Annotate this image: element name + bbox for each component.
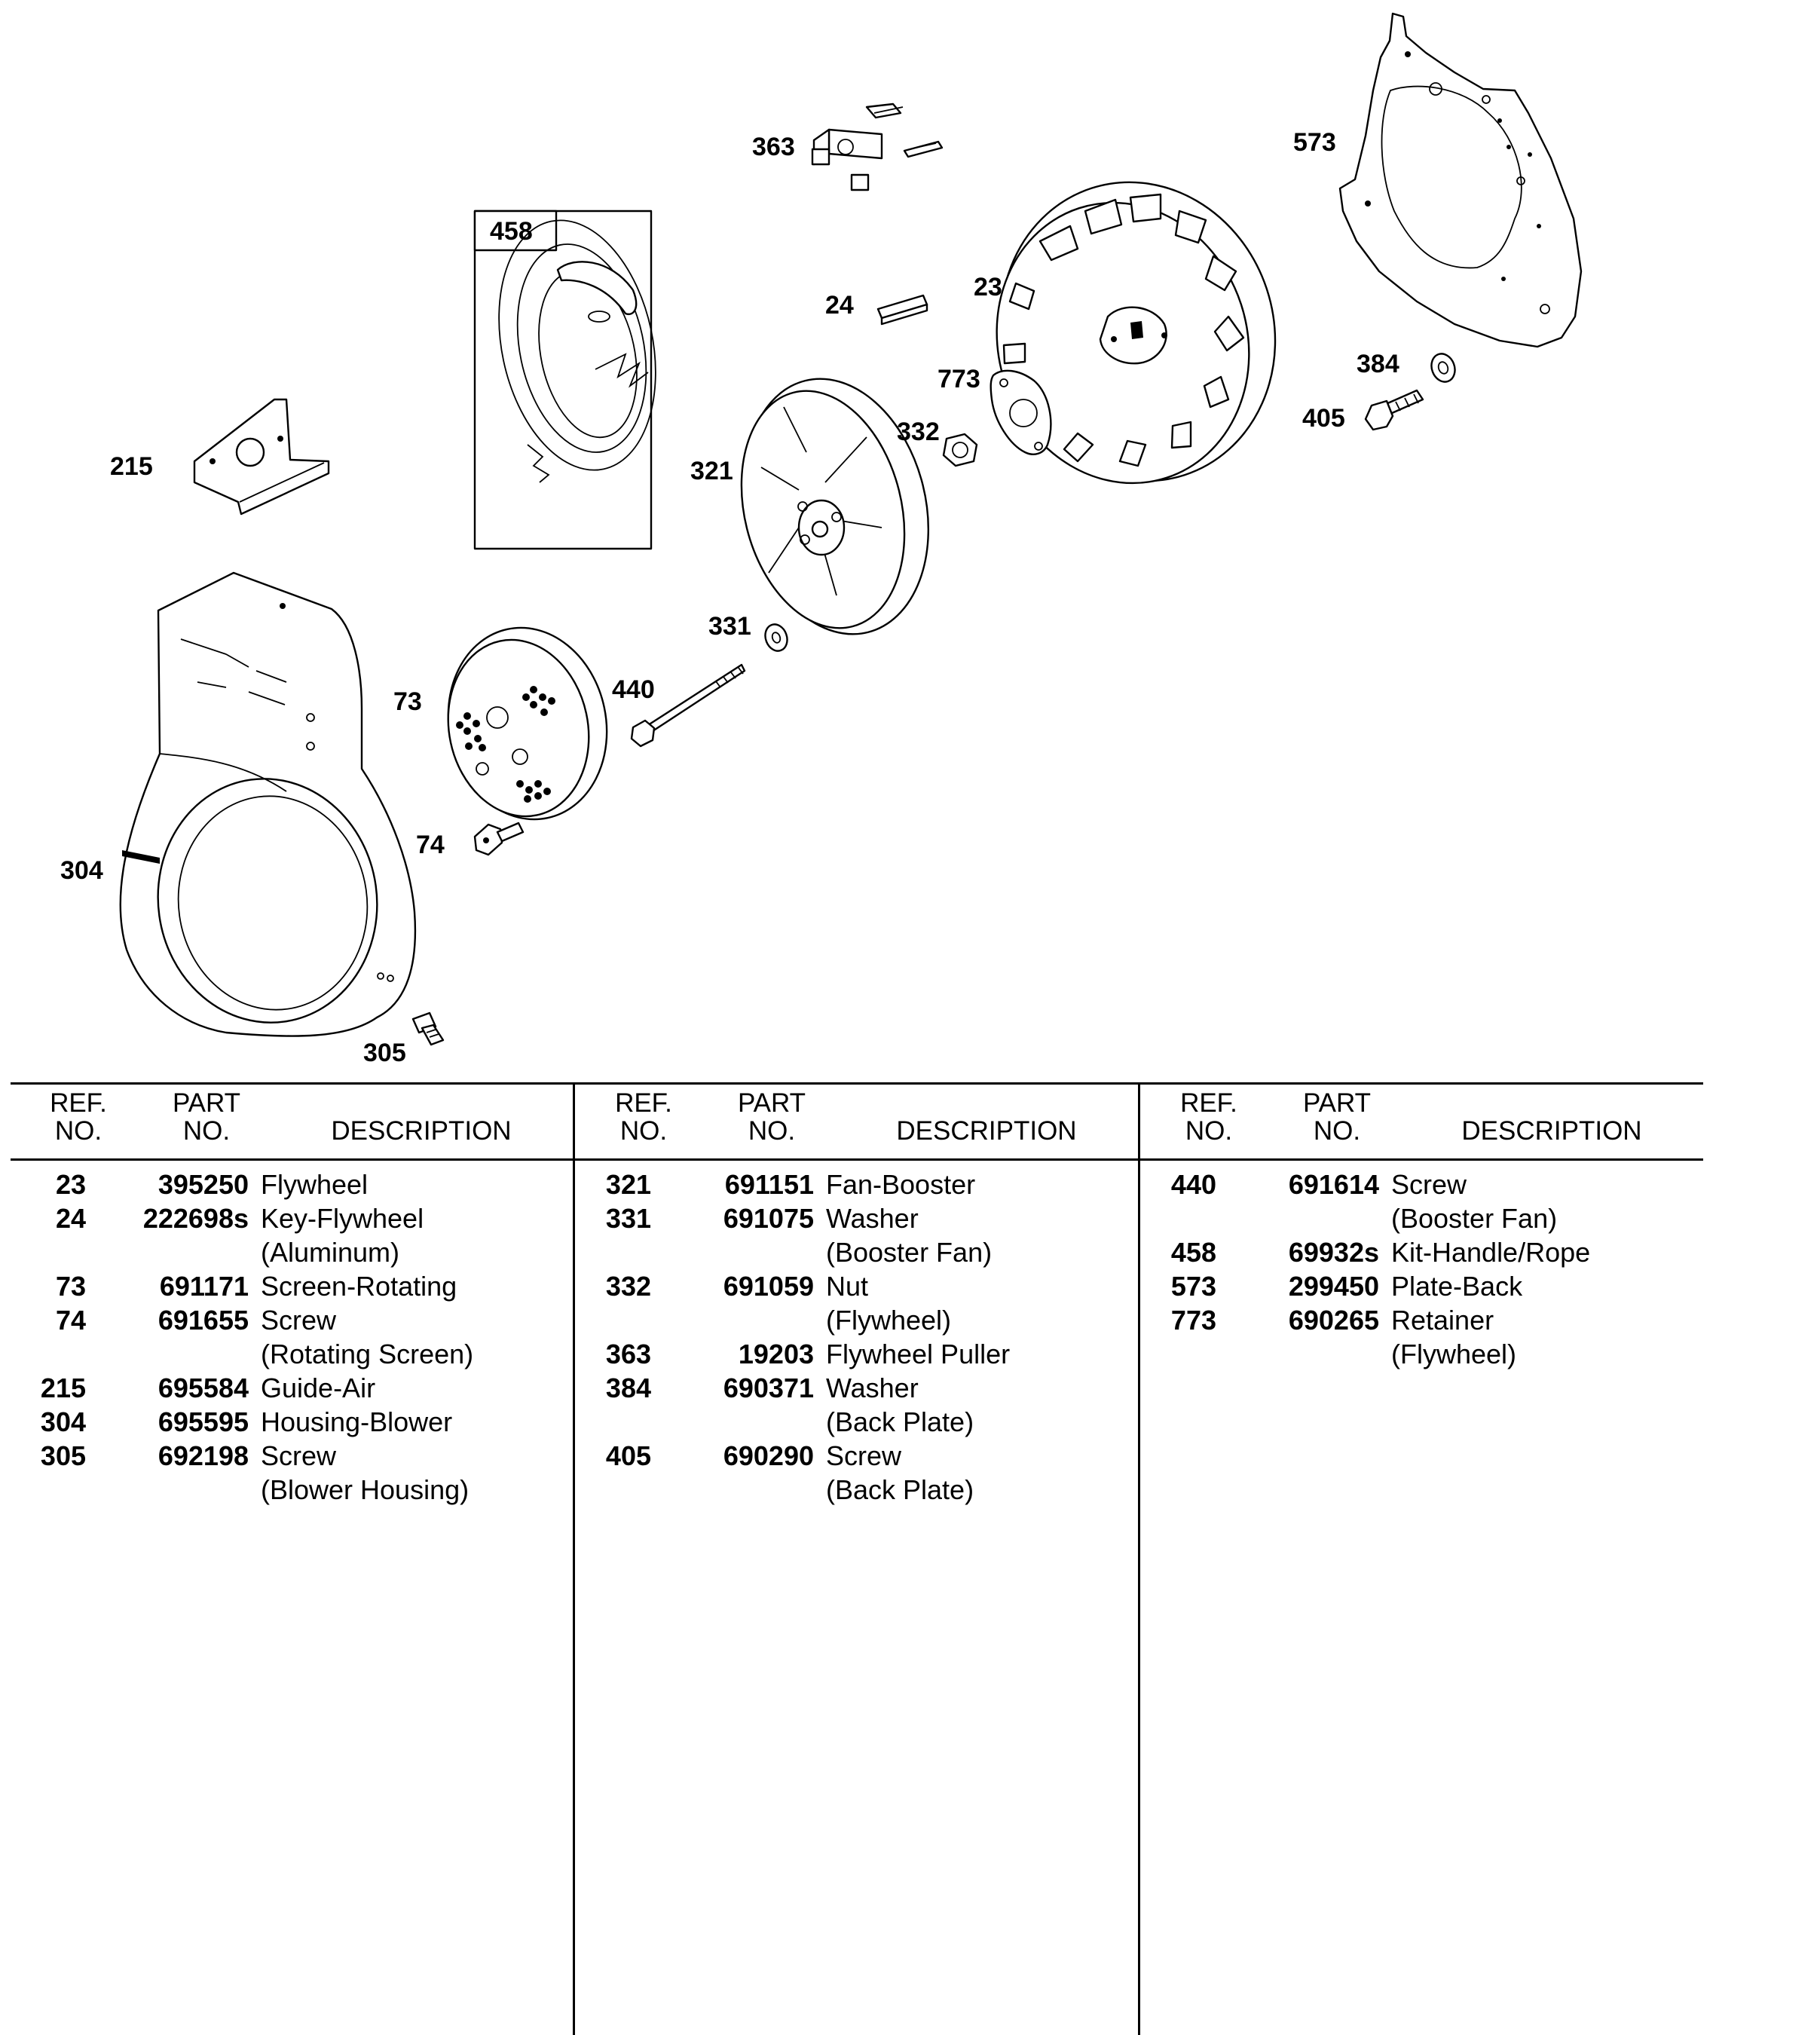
- header-description: DESCRIPTION: [331, 1116, 512, 1146]
- part-321-booster-fan: [740, 378, 930, 635]
- callout-74: 74: [416, 831, 445, 859]
- column-divider: [573, 1082, 575, 2035]
- callout-24: 24: [825, 291, 854, 320]
- part-384-washer: [1430, 353, 1456, 383]
- callout-23: 23: [974, 273, 1002, 301]
- callout-331: 331: [708, 612, 751, 641]
- part-304-blower-housing: [119, 571, 417, 1037]
- table-row: (Booster Fan): [1391, 1203, 1558, 1234]
- part-332-nut: [942, 433, 978, 467]
- table-row: (Flywheel): [826, 1305, 952, 1336]
- table-row: (Back Plate): [826, 1474, 974, 1505]
- callout-405: 405: [1302, 404, 1345, 433]
- part-24-flywheel-key: [876, 294, 928, 326]
- callout-458: 458: [490, 217, 533, 246]
- part-73-rotating-screen: [447, 626, 608, 821]
- callout-73: 73: [393, 687, 422, 716]
- table-row: (Back Plate): [826, 1406, 974, 1437]
- table-header-rule: [11, 1158, 1703, 1161]
- callout-384: 384: [1357, 350, 1399, 378]
- table-row: (Blower Housing): [261, 1474, 470, 1505]
- callout-363: 363: [752, 133, 795, 161]
- header-ref-no: REF. NO.: [1180, 1088, 1237, 1146]
- callout-305: 305: [363, 1039, 406, 1067]
- part-573-back-plate: [1338, 12, 1583, 348]
- part-23-flywheel: [996, 181, 1277, 485]
- part-363-flywheel-puller: [811, 103, 944, 191]
- header-ref-no: REF. NO.: [615, 1088, 672, 1146]
- table-row: (Flywheel): [1391, 1339, 1517, 1369]
- callout-573: 573: [1293, 128, 1336, 157]
- part-458-kit-handle-rope: [473, 210, 656, 550]
- header-description: DESCRIPTION: [896, 1116, 1077, 1146]
- callout-440: 440: [612, 675, 655, 704]
- header-part-no: PART NO.: [1302, 1088, 1372, 1146]
- table-row: (Rotating Screen): [261, 1339, 474, 1369]
- callout-215: 215: [110, 452, 153, 481]
- part-773-retainer: [990, 369, 1052, 455]
- table-row: (Aluminum): [261, 1237, 400, 1268]
- column-divider: [1138, 1082, 1140, 2035]
- part-74-screw: [473, 822, 525, 856]
- part-331-washer: [764, 623, 788, 652]
- part-215-air-guide: [193, 398, 330, 516]
- exploded-parts-diagram: 573 363 458 23 24 773 384 332 405 321 21…: [60, 12, 1583, 1067]
- table-top-rule: [11, 1082, 1703, 1085]
- header-description: DESCRIPTION: [1461, 1116, 1642, 1146]
- header-part-no: PART NO.: [172, 1088, 241, 1146]
- part-405-screw: [1364, 389, 1424, 431]
- header-part-no: PART NO.: [737, 1088, 806, 1146]
- callout-332: 332: [897, 418, 940, 446]
- table-row: (Booster Fan): [826, 1237, 993, 1268]
- part-440-screw: [630, 663, 746, 748]
- header-ref-no: REF. NO.: [50, 1088, 107, 1146]
- callout-773: 773: [938, 365, 980, 393]
- callout-321: 321: [690, 457, 733, 485]
- part-305-screw: [411, 1011, 445, 1046]
- callout-304: 304: [60, 856, 103, 885]
